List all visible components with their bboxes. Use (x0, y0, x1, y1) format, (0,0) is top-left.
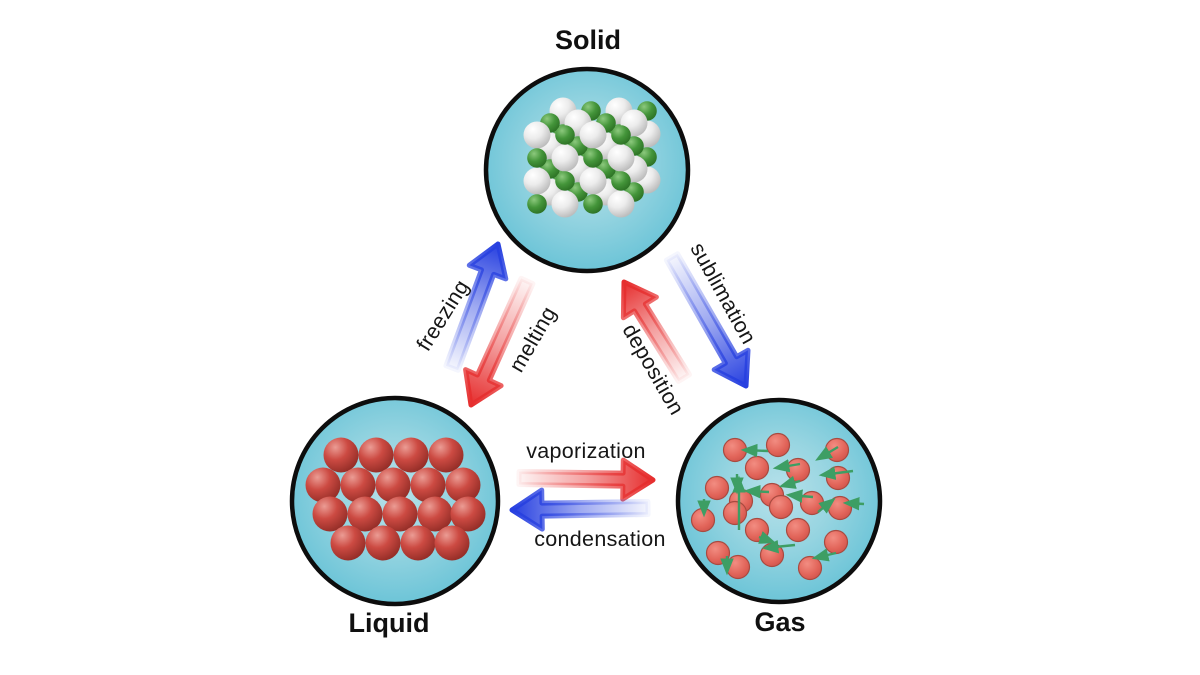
condensation-arrow (509, 487, 651, 532)
vaporization-arrow (516, 457, 656, 502)
liquid-particles (305, 437, 486, 561)
deposition-arrow (620, 279, 692, 384)
gas-motion-arrows (697, 443, 865, 576)
liquid-label: Liquid (349, 608, 430, 638)
gas-label: Gas (754, 607, 805, 637)
freezing-arrow (443, 241, 509, 373)
solid-crystal-lattice (523, 97, 661, 218)
solid-label: Solid (555, 25, 621, 55)
transition-arrows (443, 241, 751, 532)
vaporization-label: vaporization (526, 439, 646, 463)
melting-arrow (463, 275, 536, 408)
sublimation-arrow (663, 251, 751, 389)
condensation-label: condensation (534, 527, 666, 551)
